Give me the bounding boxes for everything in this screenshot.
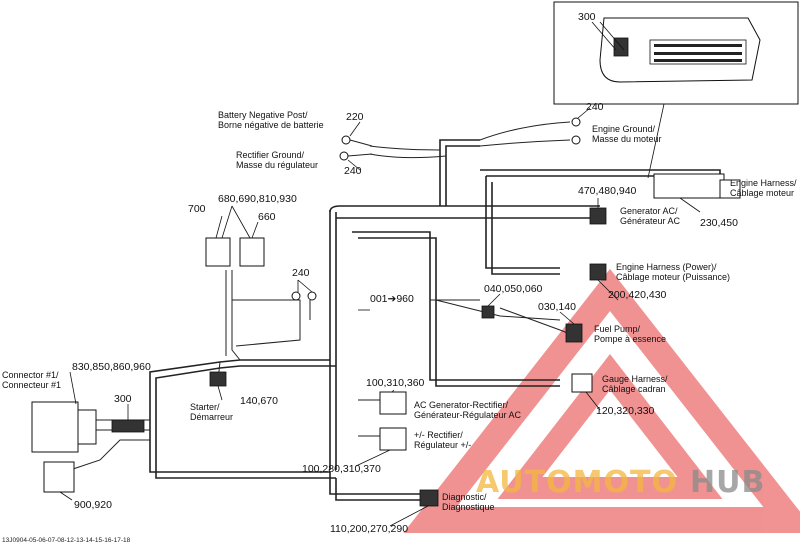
number-230: 230,450 — [700, 217, 738, 229]
connector-900 — [43, 461, 75, 493]
ring-terminal-240-top — [571, 117, 581, 127]
inset-box: 300 — [553, 1, 799, 179]
leader-lines — [59, 107, 701, 527]
number-220: 220 — [346, 111, 364, 123]
label-rectifier-fr: Régulateur +/- — [414, 440, 471, 450]
relay-700 — [205, 237, 231, 267]
label-diagnostic-fr: Diagnostique — [442, 502, 495, 512]
connector-300 — [111, 419, 145, 433]
label-starter-en: Starter/ — [190, 402, 220, 412]
watermark-triangle — [403, 268, 800, 533]
engine-power-connector — [589, 263, 607, 281]
ring-terminal-220 — [341, 135, 351, 145]
number-001: 001➔960 — [370, 293, 414, 305]
footer-code: 13J0904-05-06-07-08-12-13-14-15-16-17-18 — [2, 537, 131, 544]
label-battery-neg-fr: Borne négative de batterie — [218, 120, 324, 130]
number-030: 030,140 — [538, 301, 576, 313]
watermark-text: AUTOMOTO HUB — [476, 465, 765, 500]
relay-660 — [239, 237, 265, 267]
label-gen-ac-fr: Générateur AC — [620, 216, 681, 226]
number-200: 200,420,430 — [608, 289, 667, 301]
number-830: 830,850,860,960 — [72, 361, 151, 373]
label-harness-power-en: Engine Harness (Power)/ — [616, 262, 717, 272]
connector-040 — [481, 305, 495, 319]
connectors — [31, 117, 741, 507]
number-680: 680,690,810,930 — [218, 193, 297, 205]
label-engine-harness-en: Engine Harness/ — [730, 178, 797, 188]
label-connector-en: Connector #1/ — [2, 370, 59, 380]
label-rect-ground-fr: Masse du régulateur — [236, 160, 318, 170]
number-470: 470,480,940 — [578, 185, 637, 197]
number-900: 900,920 — [74, 499, 112, 511]
number-660: 660 — [258, 211, 276, 223]
label-starter-fr: Démarreur — [190, 412, 233, 422]
label-harness-power-fr: Câblage moteur (Puissance) — [616, 272, 730, 282]
number-040: 040,050,060 — [484, 283, 543, 295]
label-fuel-pump-fr: Pompe à essence — [594, 334, 666, 344]
gauge-harness-connector — [571, 373, 593, 393]
number-300: 300 — [114, 393, 132, 405]
engine-harness-connector — [653, 173, 725, 199]
label-ac-gen-rect-fr: Générateur-Régulateur AC — [414, 410, 522, 420]
label-rect-ground-en: Rectifier Ground/ — [236, 150, 305, 160]
ring-terminal-240-rect — [339, 151, 349, 161]
label-rectifier-en: +/- Rectifier/ — [414, 430, 463, 440]
label-engine-ground-en: Engine Ground/ — [592, 124, 656, 134]
part-labels: Battery Negative Post/ Borne négative de… — [2, 101, 797, 544]
label-gauge-harness-en: Gauge Harness/ — [602, 374, 668, 384]
label-engine-ground-fr: Masse du moteur — [592, 134, 662, 144]
diagnostic-connector — [419, 489, 439, 507]
inset-part-number: 300 — [578, 11, 596, 23]
label-gauge-harness-fr: Câblage cadran — [602, 384, 666, 394]
label-diagnostic-en: Diagnostic/ — [442, 492, 487, 502]
label-connector-fr: Connecteur #1 — [2, 380, 61, 390]
watermark-part2: HUB — [690, 465, 765, 500]
number-240-rect: 240 — [344, 165, 362, 177]
ring-terminal-240-mid-b — [307, 291, 317, 301]
number-110: 110,200,270,290 — [330, 523, 408, 535]
number-240-mid: 240 — [292, 267, 310, 279]
label-fuel-pump-en: Fuel Pump/ — [594, 324, 641, 334]
rectifier-connector — [379, 427, 407, 451]
number-240-top: 240 — [586, 101, 604, 113]
connector-1 — [31, 401, 79, 453]
starter-connector — [209, 371, 227, 387]
number-100a: 100,310,360 — [366, 377, 425, 389]
number-120: 120,320,330 — [596, 405, 655, 417]
number-140: 140,670 — [240, 395, 278, 407]
number-700: 700 — [188, 203, 206, 215]
watermark-part1: AUTOMOTO — [476, 465, 678, 500]
fuel-pump-connector — [565, 323, 583, 343]
label-gen-ac-en: Generator AC/ — [620, 206, 678, 216]
label-battery-neg-en: Battery Negative Post/ — [218, 110, 308, 120]
generator-ac-connector — [589, 207, 607, 225]
label-engine-harness-fr: Câblage moteur — [730, 188, 794, 198]
ac-generator-rectifier-connector — [379, 391, 407, 415]
ring-terminal-240-engine — [571, 135, 581, 145]
label-ac-gen-rect-en: AC Generator-Rectifier/ — [414, 400, 509, 410]
number-100b: 100,280,310,370 — [302, 463, 381, 475]
ring-terminal-240-mid-a — [291, 291, 301, 301]
inset-pin-grid — [654, 44, 742, 62]
wiring-bundles — [69, 121, 721, 501]
